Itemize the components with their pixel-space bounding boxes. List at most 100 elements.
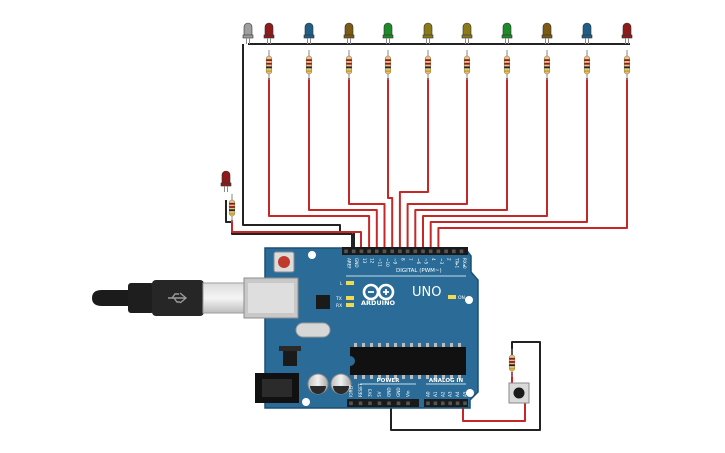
side-led-signal-wire[interactable] bbox=[231, 220, 362, 249]
digital-pin-label: ~10 bbox=[385, 258, 390, 267]
resistor[interactable] bbox=[305, 50, 313, 80]
ground-wire[interactable] bbox=[242, 44, 355, 249]
digital-header bbox=[342, 247, 468, 255]
header-pin[interactable] bbox=[351, 249, 356, 254]
led-signal-wire[interactable] bbox=[308, 78, 378, 249]
push-button-cap[interactable] bbox=[513, 387, 525, 399]
atmega-chip bbox=[350, 343, 466, 379]
resistor[interactable] bbox=[384, 50, 392, 80]
header-pin[interactable] bbox=[387, 401, 391, 406]
led-olive-icon[interactable] bbox=[422, 22, 434, 44]
button-ground-wire[interactable] bbox=[390, 341, 541, 431]
header-pin[interactable] bbox=[436, 249, 441, 254]
voltage-regulator bbox=[283, 348, 297, 366]
digital-pin-label: 8 bbox=[400, 258, 405, 261]
analog-label: ANALOG IN bbox=[429, 378, 464, 384]
resistor[interactable] bbox=[508, 349, 516, 377]
resistor[interactable] bbox=[623, 50, 631, 80]
resistor[interactable] bbox=[345, 50, 353, 80]
led-signal-wire[interactable] bbox=[348, 78, 386, 249]
led-tx-indicator bbox=[346, 296, 354, 300]
header-pin[interactable] bbox=[358, 401, 363, 406]
resistor[interactable] bbox=[583, 50, 591, 80]
header-pin[interactable] bbox=[421, 249, 425, 254]
led-blue-icon[interactable] bbox=[303, 22, 315, 44]
digital-pin-label: AREF bbox=[347, 258, 352, 269]
led-signal-wire[interactable] bbox=[437, 78, 628, 249]
led-signal-wire[interactable] bbox=[414, 78, 508, 249]
header-pin[interactable] bbox=[396, 401, 401, 406]
usb-cable[interactable] bbox=[92, 280, 246, 316]
led-red-icon[interactable] bbox=[621, 22, 633, 44]
power-pin-label: 3V3 bbox=[368, 388, 373, 397]
resistor[interactable] bbox=[265, 50, 273, 80]
header-pin[interactable] bbox=[359, 249, 364, 254]
header-pin[interactable] bbox=[405, 249, 410, 254]
led-red-icon[interactable] bbox=[220, 170, 232, 192]
led-brown-icon[interactable] bbox=[541, 22, 553, 44]
led-signal-wire[interactable] bbox=[268, 78, 371, 249]
header-pin[interactable] bbox=[344, 249, 348, 254]
resistor[interactable] bbox=[424, 50, 432, 80]
header-pin[interactable] bbox=[433, 401, 438, 406]
header-pin[interactable] bbox=[444, 249, 448, 254]
header-pin[interactable] bbox=[448, 401, 452, 406]
led-brown-icon[interactable] bbox=[343, 22, 355, 44]
header-pin[interactable] bbox=[398, 249, 402, 254]
led-red-icon[interactable] bbox=[263, 22, 275, 44]
header-pin[interactable] bbox=[441, 401, 445, 406]
led-green-icon[interactable] bbox=[501, 22, 513, 44]
power-pin-label: IOREF bbox=[349, 384, 354, 397]
header-pin[interactable] bbox=[426, 401, 430, 406]
led-gray-icon[interactable] bbox=[242, 22, 254, 44]
digital-pin-label: GND bbox=[354, 258, 359, 268]
digital-pin-label: 13 bbox=[362, 258, 367, 264]
push-button[interactable] bbox=[508, 382, 530, 404]
led-signal-wire[interactable] bbox=[398, 78, 429, 249]
header-pin[interactable] bbox=[413, 249, 418, 254]
header-pin[interactable] bbox=[452, 249, 456, 254]
header-pin[interactable] bbox=[349, 401, 353, 406]
led-green-icon[interactable] bbox=[382, 22, 394, 44]
reset-button-cap[interactable] bbox=[278, 256, 290, 268]
header-pin[interactable] bbox=[390, 249, 394, 254]
digital-pin-label: 12 bbox=[370, 258, 375, 264]
resistor[interactable] bbox=[503, 50, 511, 80]
led-signal-wire[interactable] bbox=[387, 78, 394, 249]
analog-pin-label: A5 bbox=[463, 391, 468, 397]
led-l-label: L bbox=[340, 281, 343, 287]
header-pin[interactable] bbox=[455, 401, 460, 406]
regulator-tab bbox=[279, 346, 301, 351]
resistor[interactable] bbox=[543, 50, 551, 80]
resistor[interactable] bbox=[463, 50, 471, 80]
analog-pin-label: A4 bbox=[455, 391, 460, 397]
led-signal-wire[interactable] bbox=[429, 78, 588, 249]
power-header bbox=[347, 399, 419, 407]
header-pin[interactable] bbox=[367, 249, 371, 254]
digital-pin-label: RX◂0 bbox=[462, 258, 467, 269]
capacitor bbox=[330, 373, 352, 395]
power-pin-label: GND bbox=[387, 387, 392, 397]
resistor[interactable] bbox=[228, 194, 236, 222]
power-pin-label: RESET bbox=[358, 383, 363, 397]
header-pin[interactable] bbox=[377, 401, 382, 406]
led-signal-wire[interactable] bbox=[406, 78, 468, 249]
wire-layer bbox=[225, 43, 630, 431]
led-olive-icon[interactable] bbox=[461, 22, 473, 44]
button-analog-wire[interactable] bbox=[462, 403, 526, 422]
crystal-oscillator bbox=[295, 322, 331, 338]
header-pin[interactable] bbox=[428, 249, 433, 254]
header-pin[interactable] bbox=[375, 249, 379, 254]
digital-pin-label: 2 bbox=[447, 258, 452, 261]
power-pin-label: GND bbox=[396, 387, 401, 397]
led-signal-wire[interactable] bbox=[422, 78, 548, 249]
header-pin[interactable] bbox=[459, 249, 464, 254]
header-pin[interactable] bbox=[382, 249, 387, 254]
header-pin[interactable] bbox=[368, 401, 372, 406]
header-pin[interactable] bbox=[463, 401, 467, 406]
header-pin[interactable] bbox=[406, 401, 410, 406]
led-blue-icon[interactable] bbox=[581, 22, 593, 44]
usb-chip bbox=[316, 295, 330, 309]
